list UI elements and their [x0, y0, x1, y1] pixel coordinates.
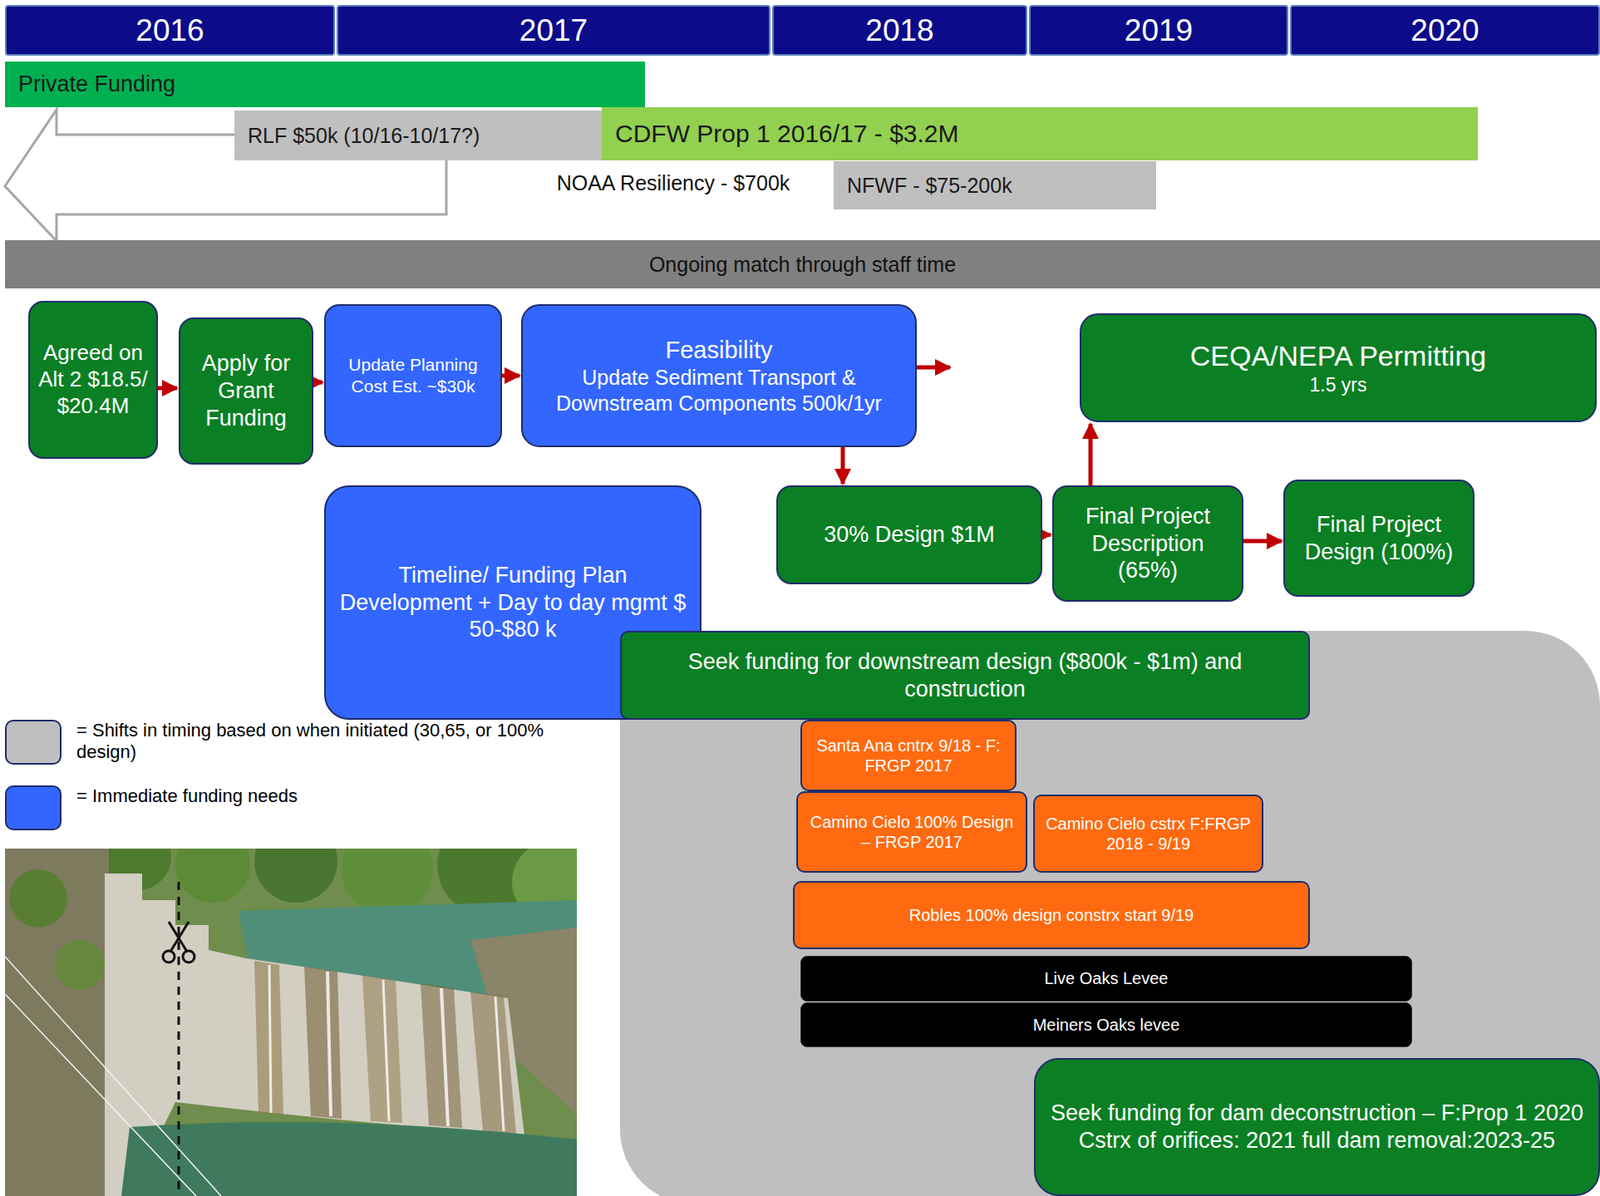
legend-swatch	[4, 719, 62, 765]
box-text: Camino Cielo cstrx F:FRGP 2018 - 9/19	[1043, 813, 1254, 855]
box-text: 2018	[865, 11, 934, 50]
box-text: Feasibility	[665, 335, 773, 365]
levee-box: Live Oaks Levee	[800, 955, 1413, 1002]
box-text: CDFW Prop 1 2016/17 - $3.2M	[615, 118, 960, 150]
box-subtext: Update Sediment Transport & Downstream C…	[531, 364, 907, 416]
levee-box: Meiners Oaks levee	[800, 1002, 1413, 1048]
box-text: Ongoing match through staff time	[649, 251, 956, 278]
legend-row: = Immediate funding needs	[4, 785, 310, 831]
flow-arrow	[313, 380, 323, 385]
box-text: Agreed on Alt 2 $18.5/ $20.4M	[38, 339, 148, 419]
flow-arrow	[1088, 423, 1093, 486]
funding-task-box: Seek funding for downstream design ($800…	[620, 630, 1310, 720]
process-box: 30% Design $1M	[776, 485, 1043, 585]
shift-region	[620, 630, 1600, 1196]
box-text: Private Funding	[18, 70, 176, 99]
flow-arrow	[1243, 539, 1282, 544]
process-box: CEQA/NEPA Permitting1.5 yrs	[1079, 313, 1597, 423]
year-header: 2020	[1289, 4, 1600, 56]
box-text: Camino Cielo 100% Design – FRGP 2017	[806, 812, 1018, 853]
project-box: Camino Cielo cstrx F:FRGP 2018 - 9/19	[1033, 794, 1264, 873]
box-text: RLF $50k (10/16-10/17?)	[247, 123, 480, 149]
box-text: Live Oaks Levee	[1044, 968, 1169, 989]
flow-arrow	[157, 386, 178, 391]
funding-task-box: Seek funding for dam deconstruction – F:…	[1033, 1058, 1600, 1196]
box-text: Robles 100% design constrx start 9/19	[909, 905, 1194, 926]
year-header: 2017	[336, 4, 771, 56]
funding-bar: RLF $50k (10/16-10/17?)	[234, 110, 602, 161]
year-header: 2019	[1028, 4, 1289, 56]
box-text: 30% Design $1M	[823, 521, 995, 549]
flow-arrow	[1042, 532, 1051, 537]
box-text: Final Project Design (100%)	[1293, 511, 1465, 567]
process-box: FeasibilityUpdate Sediment Transport & D…	[521, 304, 917, 448]
dam-photo	[4, 848, 577, 1196]
process-box: Apply for Grant Funding	[178, 317, 314, 465]
legend-row: = Shifts in timing based on when initiat…	[4, 719, 576, 765]
year-header: 2018	[772, 4, 1028, 56]
legend-text: = Shifts in timing based on when initiat…	[76, 719, 576, 764]
box-text: Final Project Description (65%)	[1062, 502, 1234, 586]
box-text: Santa Ana cntrx 9/18 - F: FRGP 2017	[810, 735, 1007, 777]
box-text: 2020	[1410, 11, 1479, 50]
box-text: Seek funding for downstream design ($800…	[630, 648, 1300, 704]
flow-arrow	[502, 374, 520, 379]
match-band: Ongoing match through staff time	[4, 240, 1600, 289]
legend-swatch	[4, 785, 62, 831]
box-subtext: 1.5 yrs	[1309, 373, 1367, 397]
box-text: NFWF - $75-200k	[846, 172, 1013, 199]
flow-arrow	[841, 447, 846, 484]
process-box: Final Project Design (100%)	[1283, 479, 1475, 597]
project-box: Camino Cielo 100% Design – FRGP 2017	[796, 791, 1028, 873]
project-box: Robles 100% design constrx start 9/19	[792, 881, 1310, 950]
process-box: Final Project Description (65%)	[1052, 485, 1244, 602]
box-text: Meiners Oaks levee	[1033, 1014, 1181, 1035]
box-text: CEQA/NEPA Permitting	[1190, 339, 1487, 374]
legend-text: = Immediate funding needs	[76, 785, 310, 808]
process-box: Update Planning Cost Est. ~$30k	[324, 304, 503, 448]
funding-bar: Private Funding	[4, 61, 645, 108]
project-box: Santa Ana cntrx 9/18 - F: FRGP 2017	[800, 719, 1017, 792]
year-header: 2016	[4, 4, 335, 56]
funding-label: NOAA Resiliency - $700k	[531, 170, 815, 196]
open-arrow	[916, 365, 951, 370]
box-text: 2017	[519, 11, 588, 50]
box-text: Update Planning Cost Est. ~$30k	[334, 354, 493, 397]
box-text: Seek funding for dam deconstruction – F:…	[1043, 1099, 1591, 1155]
process-box: Agreed on Alt 2 $18.5/ $20.4M	[28, 300, 158, 459]
box-text: 2019	[1124, 11, 1193, 50]
box-text: Apply for Grant Funding	[188, 349, 304, 433]
funding-bar: CDFW Prop 1 2016/17 - $3.2M	[601, 107, 1478, 161]
box-text: 2016	[135, 11, 204, 50]
funding-bar: NFWF - $75-200k	[833, 161, 1157, 210]
